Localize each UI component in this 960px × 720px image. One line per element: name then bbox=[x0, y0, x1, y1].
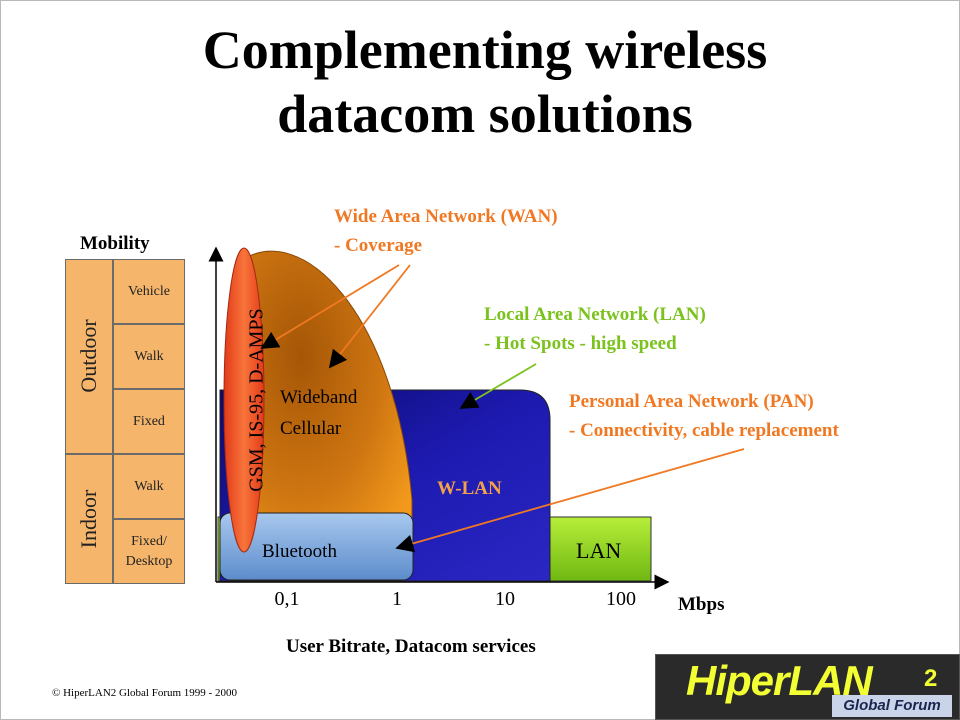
logo-number: 2 bbox=[924, 665, 938, 692]
mobility-level-fixed-desktop: Fixed/Desktop bbox=[113, 519, 185, 584]
wideband-label-line-2: Cellular bbox=[280, 418, 342, 439]
x-tick-label: 10 bbox=[495, 588, 515, 610]
wan-annotation-line-1: Wide Area Network (WAN) bbox=[334, 206, 558, 227]
lan-annotation-line-2: - Hot Spots - high speed bbox=[484, 333, 677, 354]
mobility-level-fixed: Fixed bbox=[113, 389, 185, 454]
slide-title: Complementing wireless datacom solutions bbox=[0, 18, 960, 146]
wan-arrow-cellular bbox=[328, 264, 411, 369]
wan-annotation-line-2: - Coverage bbox=[334, 235, 423, 256]
mobility-level-label: Vehicle bbox=[128, 283, 170, 299]
wideband-cellular-region bbox=[240, 250, 413, 549]
title-line-1: Complementing wireless bbox=[202, 20, 768, 80]
mobility-level-label: Fixed/Desktop bbox=[125, 533, 173, 569]
wideband-label-line-1: Wideband bbox=[280, 387, 358, 408]
pan-annotation-line-1: Personal Area Network (PAN) bbox=[569, 391, 814, 412]
mobility-level-indoor-walk: Walk bbox=[113, 454, 185, 519]
wan-arrow-gsm bbox=[260, 264, 400, 349]
mobility-level-outdoor-walk: Walk bbox=[113, 324, 185, 389]
x-tick-label: 100 bbox=[606, 588, 636, 610]
pan-arrow bbox=[395, 448, 745, 553]
lan-arrow bbox=[459, 363, 537, 409]
gsm-label: GSM, IS-95, D-AMPS bbox=[246, 308, 268, 491]
bluetooth-label: Bluetooth bbox=[262, 541, 337, 562]
lan-annotation: Local Area Network (LAN) - Hot Spots - h… bbox=[484, 300, 706, 358]
x-tick-label: 1 bbox=[392, 588, 402, 610]
logo-subtitle: Global Forum bbox=[832, 695, 952, 717]
mobility-level-label: Walk bbox=[134, 348, 164, 364]
lan-label: LAN bbox=[576, 538, 621, 563]
pan-annotation: Personal Area Network (PAN) - Connectivi… bbox=[569, 387, 839, 445]
title-line-2: datacom solutions bbox=[277, 84, 693, 144]
x-axis-label: User Bitrate, Datacom services bbox=[286, 636, 536, 657]
gsm-region bbox=[223, 247, 265, 553]
pan-annotation-line-2: - Connectivity, cable replacement bbox=[569, 420, 839, 441]
mobility-level-vehicle: Vehicle bbox=[113, 259, 185, 324]
x-axis-unit: Mbps bbox=[678, 594, 724, 615]
wlan-label: W-LAN bbox=[437, 478, 502, 499]
mobility-level-label: Walk bbox=[134, 478, 164, 494]
mobility-level-label: Fixed bbox=[133, 413, 165, 429]
hiperlan2-logo: HiperLAN 2 Global Forum bbox=[655, 654, 960, 720]
outdoor-category bbox=[65, 259, 113, 454]
indoor-category bbox=[65, 454, 113, 584]
x-tick-label: 0,1 bbox=[275, 588, 300, 610]
lan-annotation-line-1: Local Area Network (LAN) bbox=[484, 304, 706, 325]
mobility-title: Mobility bbox=[80, 233, 150, 254]
copyright-notice: © HiperLAN2 Global Forum 1999 - 2000 bbox=[52, 687, 237, 699]
wan-annotation: Wide Area Network (WAN) - Coverage bbox=[334, 202, 558, 260]
